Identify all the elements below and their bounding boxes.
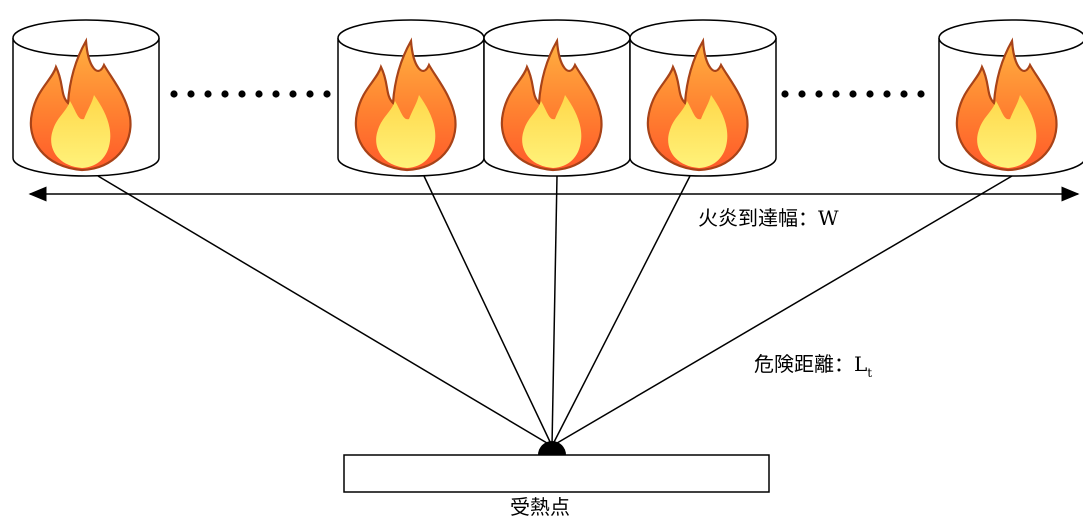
tank-2 <box>337 19 485 177</box>
tank-1 <box>12 19 160 177</box>
radiation-line-5 <box>551 175 1013 447</box>
flame-width-label: 火炎到達幅：W <box>698 206 839 230</box>
ellipsis-dots-right <box>781 90 925 98</box>
tank-3 <box>483 19 631 177</box>
ellipsis-dots-left <box>170 90 331 98</box>
danger-distance-label: 危険距離：Lt <box>754 352 872 379</box>
receiver-label: 受熱点 <box>510 495 570 519</box>
receiver-point-icon <box>538 441 566 455</box>
danger-distance-text: 危険距離：L <box>754 352 868 376</box>
radiation-line-1 <box>97 175 553 447</box>
radiation-line-4 <box>551 175 691 447</box>
tank-4 <box>629 19 777 177</box>
danger-distance-subscript: t <box>867 366 873 380</box>
radiation-line-3 <box>551 175 558 447</box>
radiation-line-2 <box>423 175 553 447</box>
receiver-plate <box>343 454 770 493</box>
radiation-lines <box>97 175 1013 447</box>
tank-5 <box>938 19 1083 177</box>
